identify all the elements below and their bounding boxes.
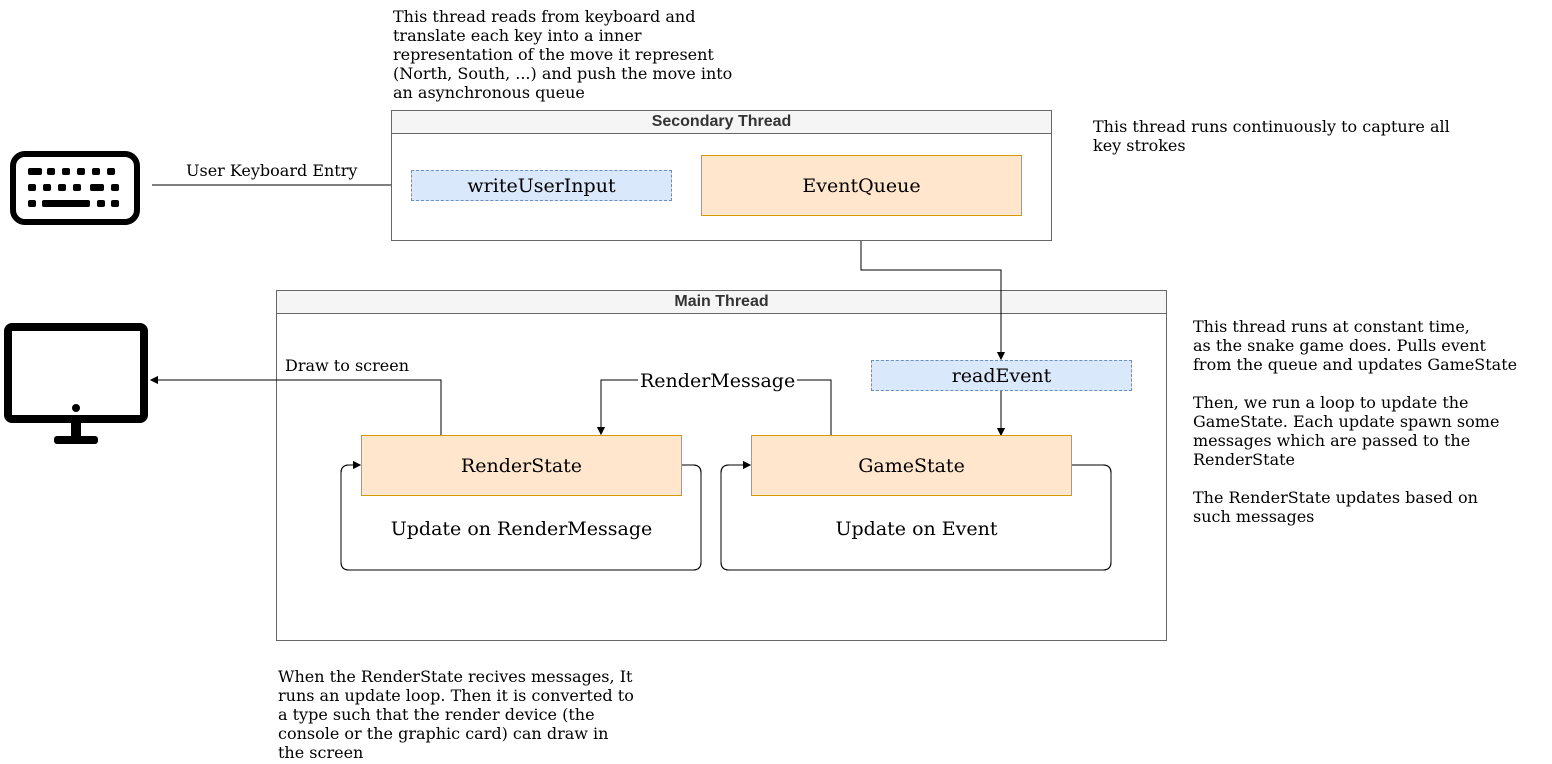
render-loop-label: Update on RenderMessage [390, 518, 653, 540]
game-state-node: GameState [751, 435, 1072, 496]
render-note: When the RenderState recives messages, I… [278, 667, 634, 762]
keyboard-icon [10, 151, 140, 225]
monitor-icon [4, 323, 148, 447]
read-event-node: readEvent [871, 360, 1132, 391]
edge-label-render-message: RenderMessage [638, 370, 798, 392]
main-thread-side-note: This thread runs at constant time, as th… [1193, 317, 1518, 526]
secondary-thread-note: This thread reads from keyboard and tran… [393, 7, 733, 102]
render-state-node: RenderState [361, 435, 682, 496]
edge-label-draw-to-screen: Draw to screen [285, 356, 410, 375]
event-queue-node: EventQueue [701, 155, 1022, 216]
write-user-input-node: writeUserInput [411, 170, 672, 201]
edge-queue-to-read [860, 215, 1005, 360]
edge-render-to-screen-overlay [150, 376, 442, 435]
render-loop-overlay [340, 461, 702, 571]
game-loop-label: Update on Event [835, 518, 998, 540]
secondary-thread-title: Secondary Thread [392, 111, 1051, 134]
secondary-thread-side-note: This thread runs continuously to capture… [1093, 117, 1450, 155]
edge-label-user-keyboard-entry: User Keyboard Entry [186, 161, 358, 180]
game-loop-overlay [720, 461, 1112, 571]
